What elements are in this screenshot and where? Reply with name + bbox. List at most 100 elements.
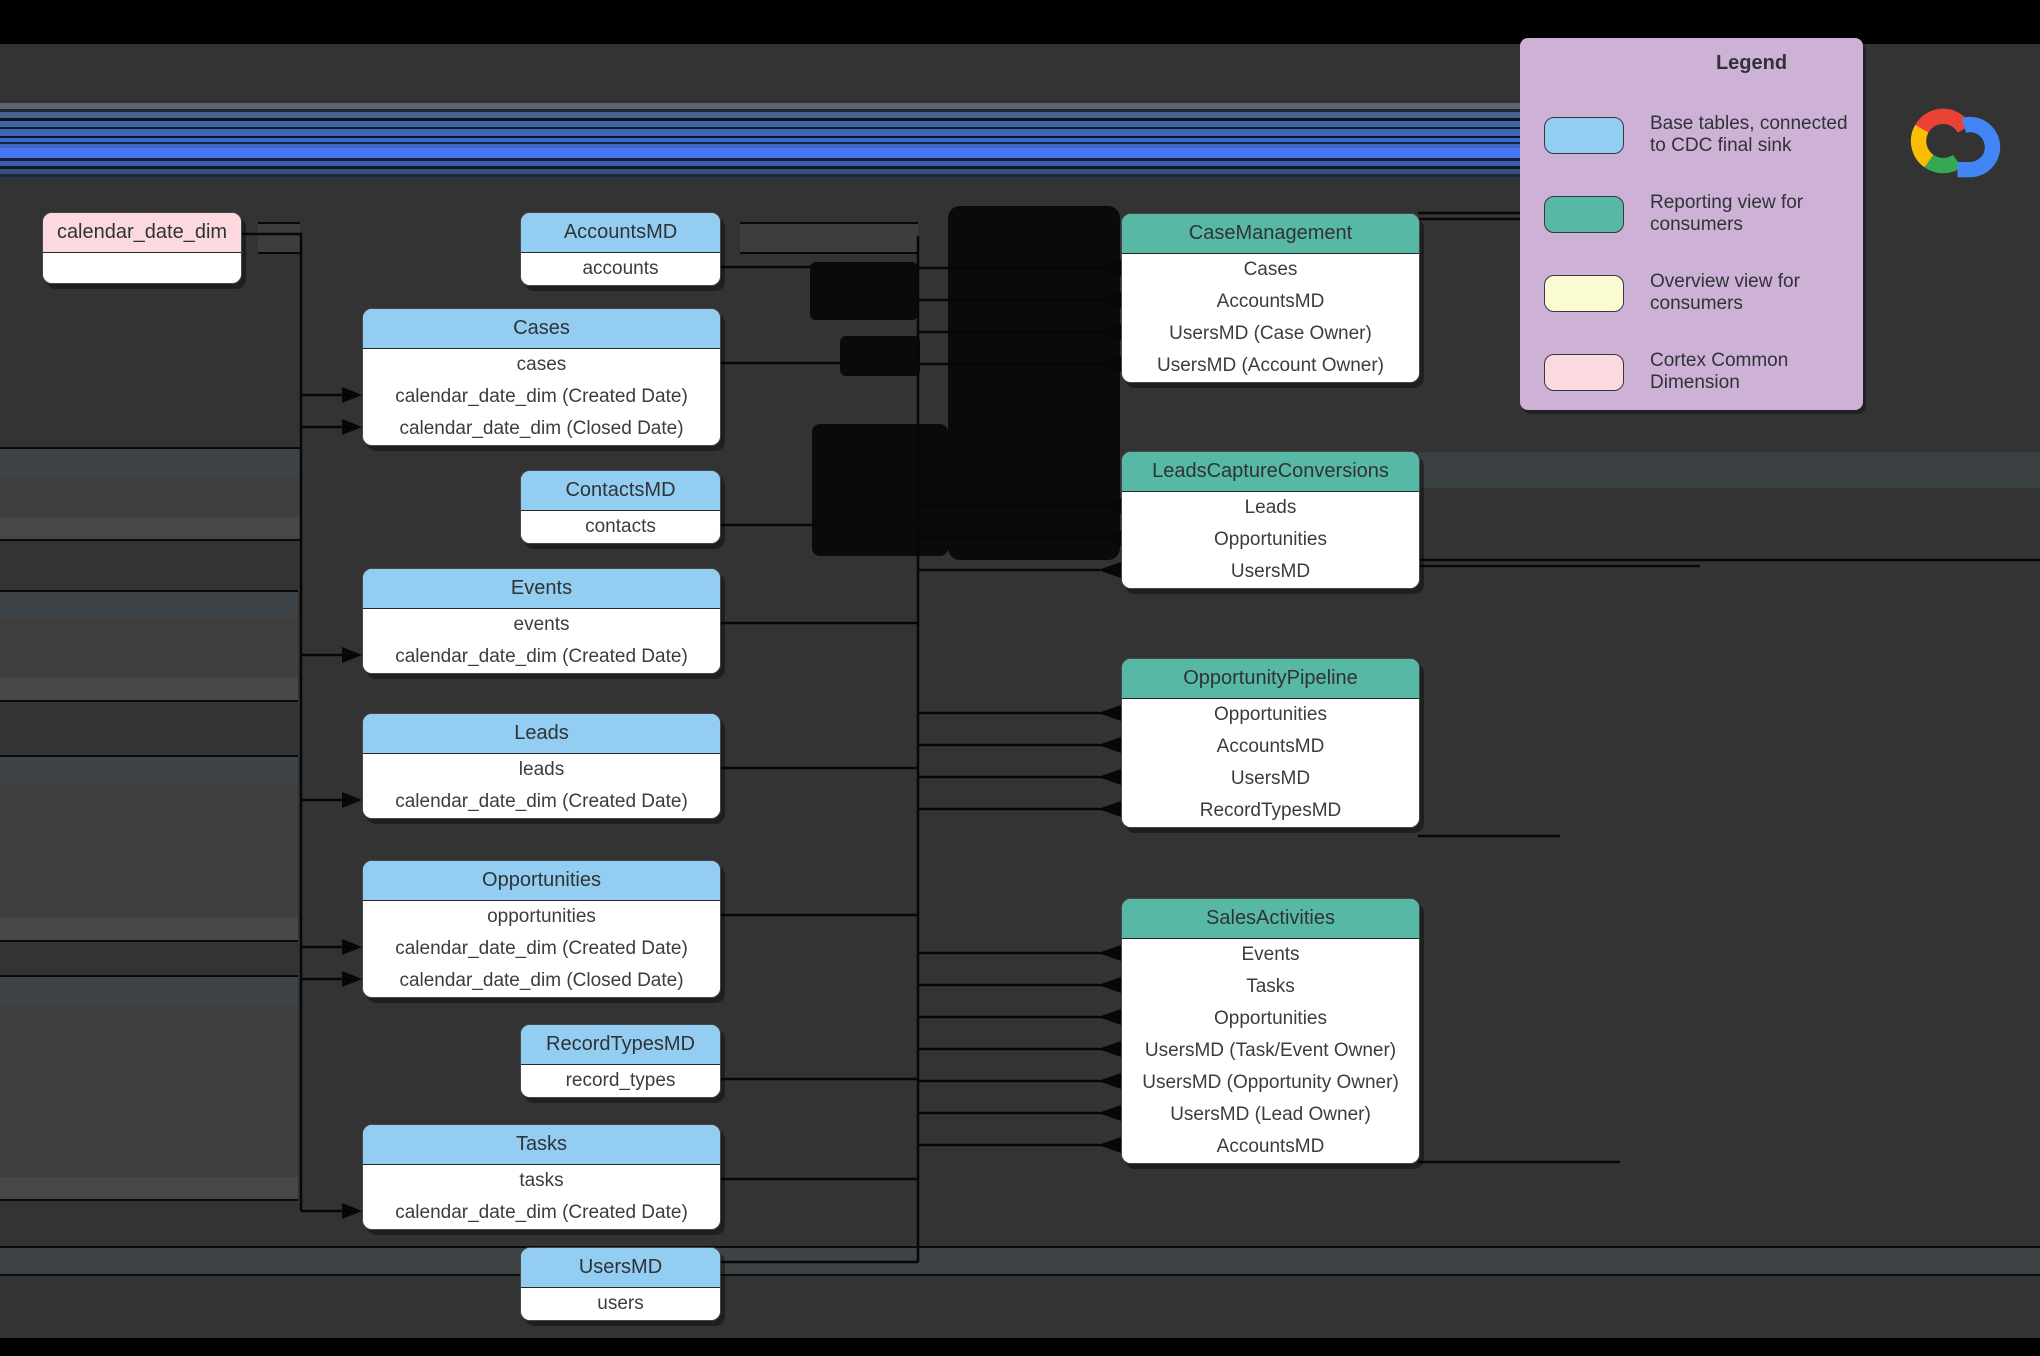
table-header[interactable]: Opportunities	[363, 861, 720, 901]
table-row[interactable]: Opportunities	[1213, 529, 1327, 550]
legend-item-label: Cortex Common Dimension	[1650, 350, 1789, 393]
table-row[interactable]: calendar_date_dim (Created Date)	[395, 1202, 688, 1223]
background-streak-band	[0, 755, 298, 942]
table-row[interactable]: Opportunities	[1213, 704, 1327, 725]
table-header[interactable]: calendar_date_dim	[43, 213, 241, 253]
table-body	[43, 253, 241, 283]
legend-title: Legend	[1715, 52, 1788, 74]
table-row[interactable]: UsersMD (Account Owner)	[1157, 355, 1384, 376]
table-row[interactable]: calendar_date_dim (Closed Date)	[399, 418, 684, 439]
table-row[interactable]: AccountsMD	[1216, 291, 1325, 312]
table-header[interactable]: RecordTypesMD	[521, 1025, 720, 1065]
table-row[interactable]: UsersMD (Task/Event Owner)	[1144, 1040, 1397, 1061]
table-RecordTypesMD[interactable]: RecordTypesMD record_types	[520, 1024, 721, 1098]
background-gray-patch	[258, 222, 300, 254]
table-row[interactable]: Cases	[1243, 259, 1298, 280]
table-header[interactable]: Leads	[363, 714, 720, 754]
table-calendar_date_dim[interactable]: calendar_date_dim	[42, 212, 242, 284]
table-row[interactable]: AccountsMD	[1216, 736, 1325, 757]
table-header[interactable]: SalesActivities	[1122, 899, 1419, 939]
table-header[interactable]: Cases	[363, 309, 720, 349]
table-row[interactable]: accounts	[582, 258, 659, 279]
table-row[interactable]: Tasks	[1246, 976, 1295, 997]
background-streak-band	[1418, 452, 2040, 488]
table-row[interactable]: calendar_date_dim (Created Date)	[395, 791, 688, 812]
table-Leads[interactable]: Leads leads calendar_date_dim (Created Dat…	[362, 713, 721, 819]
legend: Legend Base tables, connected to CDC fin…	[1520, 38, 1863, 410]
table-header[interactable]: AccountsMD	[521, 213, 720, 253]
legend-item: Cortex Common Dimension	[1520, 350, 1863, 394]
background-gray-patch	[740, 222, 918, 254]
background-streak-band	[0, 590, 298, 702]
table-body: record_types	[521, 1065, 720, 1097]
table-body: cases calendar_date_dim (Created Date) cal…	[363, 349, 720, 445]
table-Tasks[interactable]: Tasks tasks calendar_date_dim (Created Dat…	[362, 1124, 721, 1230]
table-header[interactable]: Tasks	[363, 1125, 720, 1165]
table-row[interactable]: UsersMD	[1230, 561, 1311, 582]
table-row[interactable]: opportunities	[487, 906, 596, 927]
table-row[interactable]: Opportunities	[1213, 1008, 1327, 1029]
connector-arrowheads	[342, 260, 1121, 1219]
table-body: events calendar_date_dim (Created Date)	[363, 609, 720, 673]
table-row[interactable]: calendar_date_dim (Created Date)	[395, 646, 688, 667]
legend-item-label: Overview view for consumers	[1650, 271, 1800, 314]
overview-view-swatch	[1544, 274, 1624, 312]
edge-bundle-panel	[812, 424, 948, 556]
background-streak-band	[0, 447, 300, 541]
table-header[interactable]: CaseManagement	[1122, 214, 1419, 254]
table-row[interactable]: tasks	[519, 1170, 564, 1191]
table-row[interactable]: AccountsMD	[1216, 1136, 1325, 1157]
table-row[interactable]: calendar_date_dim (Created Date)	[395, 386, 688, 407]
connector-lines	[240, 211, 2040, 1264]
table-header[interactable]: Events	[363, 569, 720, 609]
blurred-blue-stripe-band	[0, 103, 1520, 180]
table-row[interactable]: cases	[516, 354, 567, 375]
table-row[interactable]: leads	[518, 759, 565, 780]
legend-item: Reporting view for consumers	[1520, 192, 1863, 236]
reporting-view-swatch	[1544, 195, 1624, 233]
table-header[interactable]: LeadsCaptureConversions	[1122, 452, 1419, 492]
table-header[interactable]: OpportunityPipeline	[1122, 659, 1419, 699]
table-row[interactable]: record_types	[565, 1070, 676, 1091]
edge-bundle-panel	[840, 336, 920, 376]
cortex-dimension-swatch	[1544, 353, 1624, 391]
legend-item-label: Reporting view for consumers	[1650, 192, 1804, 235]
table-row[interactable]: UsersMD	[1230, 768, 1311, 789]
table-ContactsMD[interactable]: ContactsMD contacts	[520, 470, 721, 544]
table-body: contacts	[521, 511, 720, 543]
table-header[interactable]: UsersMD	[521, 1248, 720, 1288]
table-body: leads calendar_date_dim (Created Date)	[363, 754, 720, 818]
table-row[interactable]: UsersMD (Case Owner)	[1169, 323, 1372, 344]
base-table-swatch	[1544, 116, 1624, 154]
table-body: accounts	[521, 253, 720, 285]
table-row[interactable]: calendar_date_dim (Created Date)	[395, 938, 688, 959]
table-Cases[interactable]: Cases cases calendar_date_dim (Created Dat…	[362, 308, 721, 446]
table-row[interactable]: Events	[1241, 944, 1300, 965]
legend-item: Base tables, connected to CDC final sink	[1520, 113, 1863, 157]
google-cloud-logo-icon	[1910, 108, 2001, 178]
table-row[interactable]: UsersMD (Lead Owner)	[1170, 1104, 1371, 1125]
background-streak-band	[0, 975, 298, 1201]
table-row[interactable]: users	[597, 1293, 644, 1314]
table-row[interactable]: Leads	[1244, 497, 1297, 518]
bottom-black-bar	[0, 1338, 2040, 1356]
table-Events[interactable]: Events events calendar_date_dim (Created D…	[362, 568, 721, 674]
table-AccountsMD[interactable]: AccountsMD accounts	[520, 212, 721, 286]
table-row[interactable]: events	[513, 614, 570, 635]
legend-item: Overview view for consumers	[1520, 271, 1863, 315]
table-row[interactable]: calendar_date_dim (Closed Date)	[399, 970, 684, 991]
table-row[interactable]: UsersMD (Opportunity Owner)	[1142, 1072, 1399, 1093]
table-row[interactable]: contacts	[585, 516, 656, 537]
table-header[interactable]: ContactsMD	[521, 471, 720, 511]
table-Opportunities[interactable]: Opportunities opportunities calendar_date_…	[362, 860, 721, 998]
table-row[interactable]: RecordTypesMD	[1199, 800, 1342, 821]
table-UsersMD[interactable]: UsersMD users	[520, 1247, 721, 1321]
